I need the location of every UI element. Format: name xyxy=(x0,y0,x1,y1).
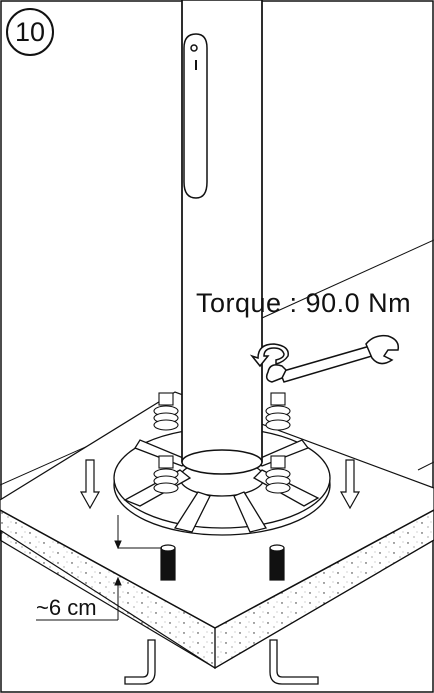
floor-anchors xyxy=(160,544,285,581)
wrench-icon xyxy=(265,334,400,383)
rotation-arrow-icon xyxy=(249,343,289,368)
depth-dimension xyxy=(36,515,162,621)
anchor-bolts-below xyxy=(124,639,319,685)
pole xyxy=(181,0,263,475)
bolt-nuts xyxy=(153,392,291,494)
step-number: 10 xyxy=(6,8,54,56)
distance-label: ~6 cm xyxy=(36,595,97,620)
down-arrow-icons xyxy=(79,459,361,510)
torque-label: Torque : 90.0 Nm xyxy=(196,288,412,318)
